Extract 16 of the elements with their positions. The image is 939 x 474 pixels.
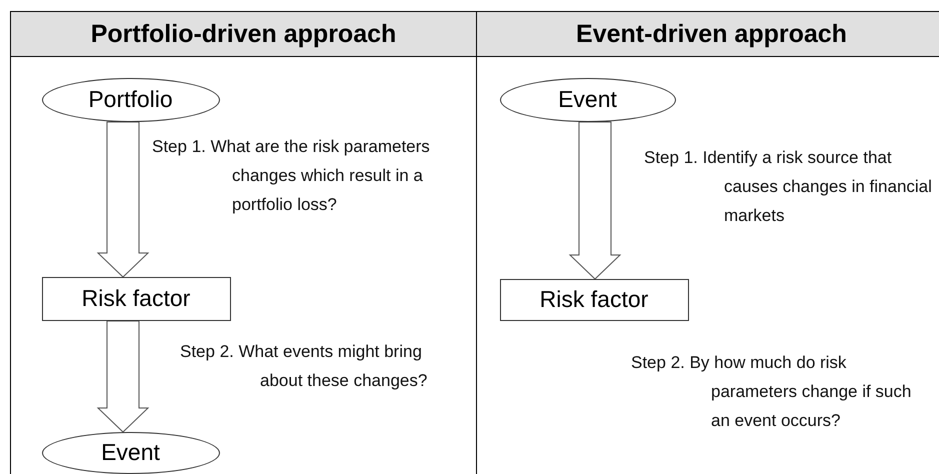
edge-label: Step 2. What events might bring about these changes? <box>180 341 428 392</box>
process-box: Risk factor <box>42 276 230 320</box>
ellipse-node: Event <box>500 78 676 122</box>
ellipse-node: Portfolio <box>42 78 220 122</box>
column-panel <box>476 11 939 474</box>
column-panel <box>10 11 476 474</box>
edge-label: Step 1. What are the risk parameters changes which result in a portfolio loss? <box>152 136 431 216</box>
process-box: Risk factor <box>500 278 688 320</box>
step-text: Step 2. By how much do risk parameters change if such an event occurs? <box>631 352 912 432</box>
edge-label: Step 1. Identify a risk source that causes changes in financial markets <box>644 147 933 227</box>
ellipse-node: Event <box>42 432 220 474</box>
block-arrow <box>96 320 150 433</box>
column-header: Event-driven approach <box>477 12 939 57</box>
block-arrow <box>568 122 622 280</box>
column-header: Portfolio-driven approach <box>11 12 476 57</box>
block-arrow <box>96 122 150 278</box>
